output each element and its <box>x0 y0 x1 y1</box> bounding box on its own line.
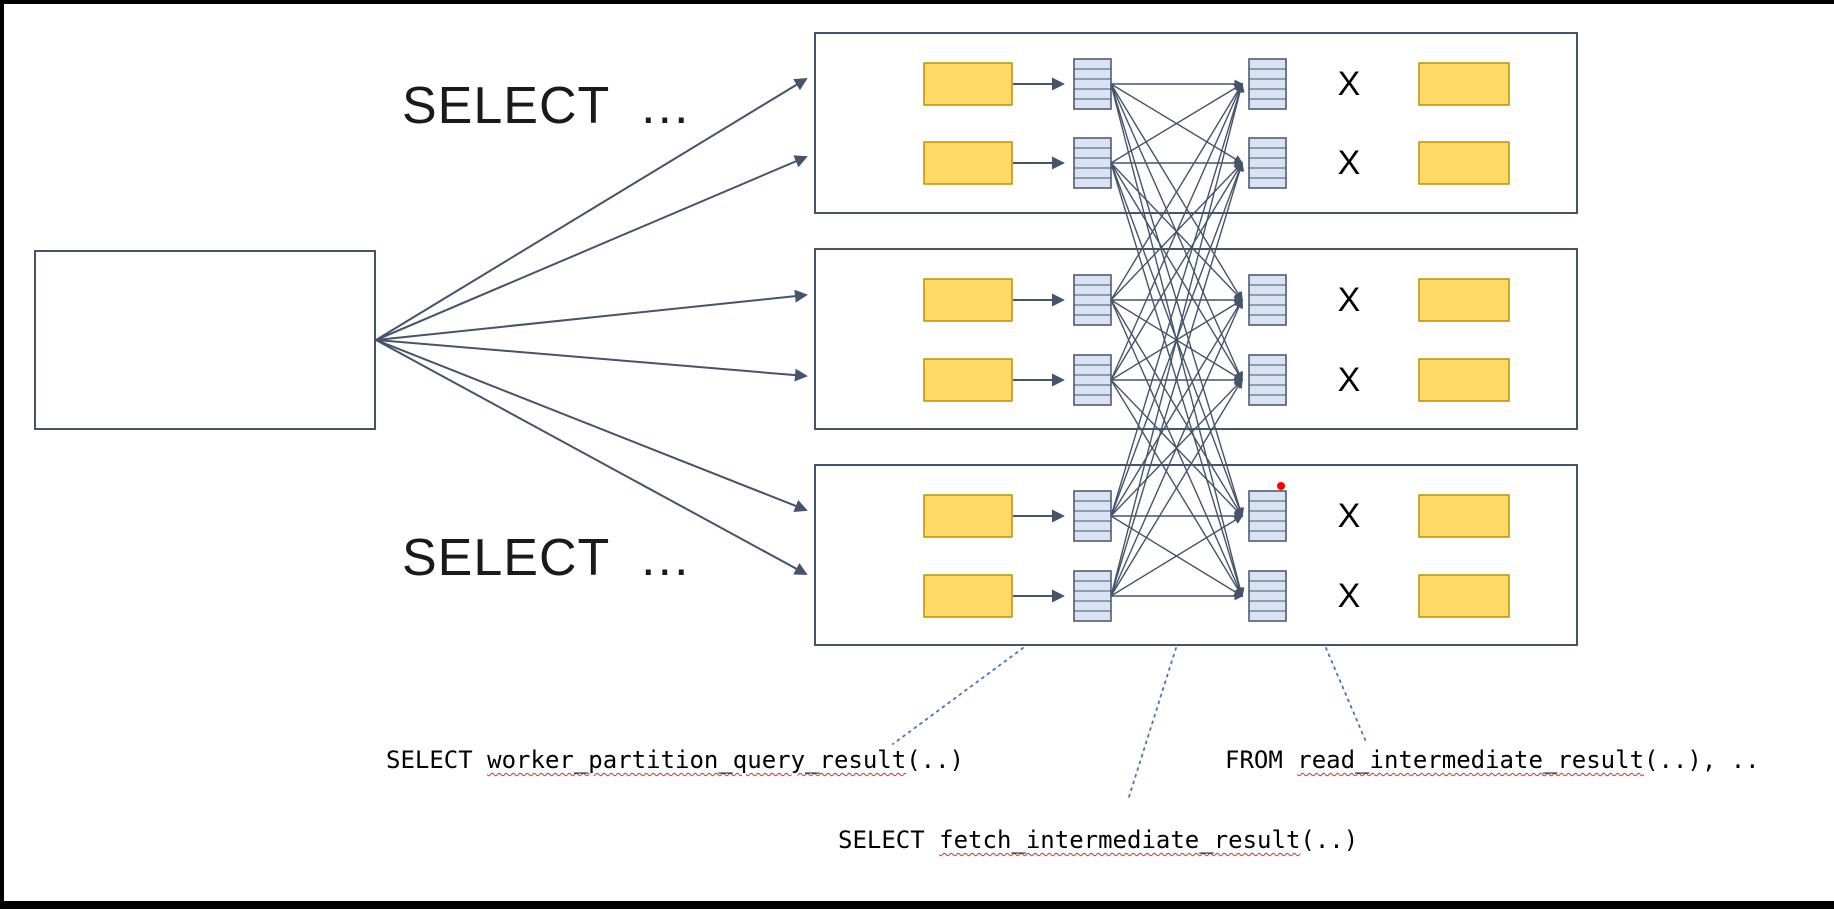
frame-top-border <box>0 0 1834 4</box>
fetched-fragments-icon <box>1248 490 1287 542</box>
coordinator-box <box>34 250 376 430</box>
fetched-fragments-icon <box>1248 137 1287 189</box>
partitioned-fragments-icon <box>1073 137 1112 189</box>
annotation-suffix: (..), .. <box>1644 746 1760 774</box>
fanout-arrow <box>375 339 808 512</box>
shuffle-arrow <box>1110 83 1244 164</box>
leader-lines <box>892 647 1368 801</box>
leader-line-read <box>1325 647 1368 745</box>
shuffle-arrow <box>1110 161 1245 597</box>
discard-x-label: X <box>1338 281 1361 319</box>
fetched-fragments-icon <box>1248 274 1287 326</box>
shuffle-arrow <box>1110 82 1244 381</box>
source-shard-rect <box>923 574 1013 618</box>
discard-x-label: X <box>1338 361 1361 399</box>
annotation-prefix: FROM <box>1225 746 1298 774</box>
fetched-fragments-icon <box>1248 354 1287 406</box>
leader-line-fetch <box>1127 647 1177 801</box>
discard-x-label: X <box>1338 144 1361 182</box>
partitioned-fragments-icon <box>1073 570 1112 622</box>
shard-row: X <box>923 274 1510 326</box>
target-shard-rect <box>1418 574 1510 618</box>
fanout-arrow <box>375 289 808 341</box>
shuffle-arrow <box>1110 82 1243 301</box>
annotation-suffix: (..) <box>906 746 964 774</box>
shard-row: X <box>923 570 1510 622</box>
source-shard-rect <box>923 141 1013 185</box>
fanout-arrow <box>375 339 808 382</box>
target-shard-rect <box>1418 358 1510 402</box>
target-shard-rect <box>1418 278 1510 322</box>
select-query-label-top: SELECT … <box>402 77 692 135</box>
source-shard-rect <box>923 494 1013 538</box>
frame-left-border <box>0 0 4 906</box>
fanout-arrow <box>375 77 808 341</box>
partitioned-fragments-icon <box>1073 490 1112 542</box>
shuffle-arrow <box>1110 161 1243 381</box>
annotation-prefix: SELECT <box>838 826 940 854</box>
annotation-worker-partition-query: SELECT worker_partition_query_result(..) <box>386 746 964 774</box>
shard-row: X <box>923 58 1510 110</box>
annotation-fetch-intermediate-result: SELECT fetch_intermediate_result(..) <box>838 826 1358 854</box>
select-query-label-bottom: SELECT … <box>402 529 692 587</box>
frame-bottom-border <box>0 901 1834 909</box>
worker-node-boxes <box>814 32 1578 646</box>
annotation-read-intermediate-result: FROM read_intermediate_result(..), .. <box>1225 746 1760 774</box>
shuffle-arrow <box>1110 515 1244 597</box>
discard-x-label: X <box>1338 65 1361 103</box>
shuffle-arrow <box>1110 298 1244 597</box>
shuffle-arrows <box>1110 79 1245 601</box>
discard-x-label: X <box>1338 577 1361 615</box>
coordinator-fanout-arrows <box>375 77 808 575</box>
partitioned-fragments-icon <box>1073 274 1112 326</box>
shard-row: X <box>923 354 1510 406</box>
red-marker-dot <box>1277 482 1285 490</box>
annotation-function-name: worker_partition_query_result <box>487 746 907 774</box>
shard-row: X <box>923 490 1510 542</box>
source-shard-rect <box>923 278 1013 322</box>
target-shard-rect <box>1418 494 1510 538</box>
shuffle-arrow <box>1110 82 1245 597</box>
worker-box-1 <box>814 32 1578 214</box>
discard-x-label: X <box>1338 497 1361 535</box>
fanout-arrow <box>375 155 808 341</box>
target-shard-rect <box>1418 141 1510 185</box>
target-shard-rect <box>1418 62 1510 106</box>
shuffle-arrow <box>1110 298 1243 517</box>
annotation-function-name: read_intermediate_result <box>1297 746 1645 774</box>
source-shard-rect <box>923 62 1013 106</box>
fanout-arrow <box>375 339 808 575</box>
shuffle-arrow <box>1110 378 1243 597</box>
annotation-prefix: SELECT <box>386 746 488 774</box>
partitioned-fragments-icon <box>1073 354 1112 406</box>
fetched-fragments-icon <box>1248 570 1287 622</box>
annotation-suffix: (..) <box>1300 826 1359 854</box>
shuffle-arrow <box>1110 82 1245 517</box>
shard-row: X <box>923 137 1510 189</box>
leader-line-partition <box>892 647 1024 745</box>
annotation-function-name: fetch_intermediate_result <box>939 826 1301 854</box>
shard-rows: X X X X X X <box>923 58 1510 622</box>
partitioned-fragments-icon <box>1073 58 1112 110</box>
source-shard-rect <box>923 358 1013 402</box>
fetched-fragments-icon <box>1248 58 1287 110</box>
